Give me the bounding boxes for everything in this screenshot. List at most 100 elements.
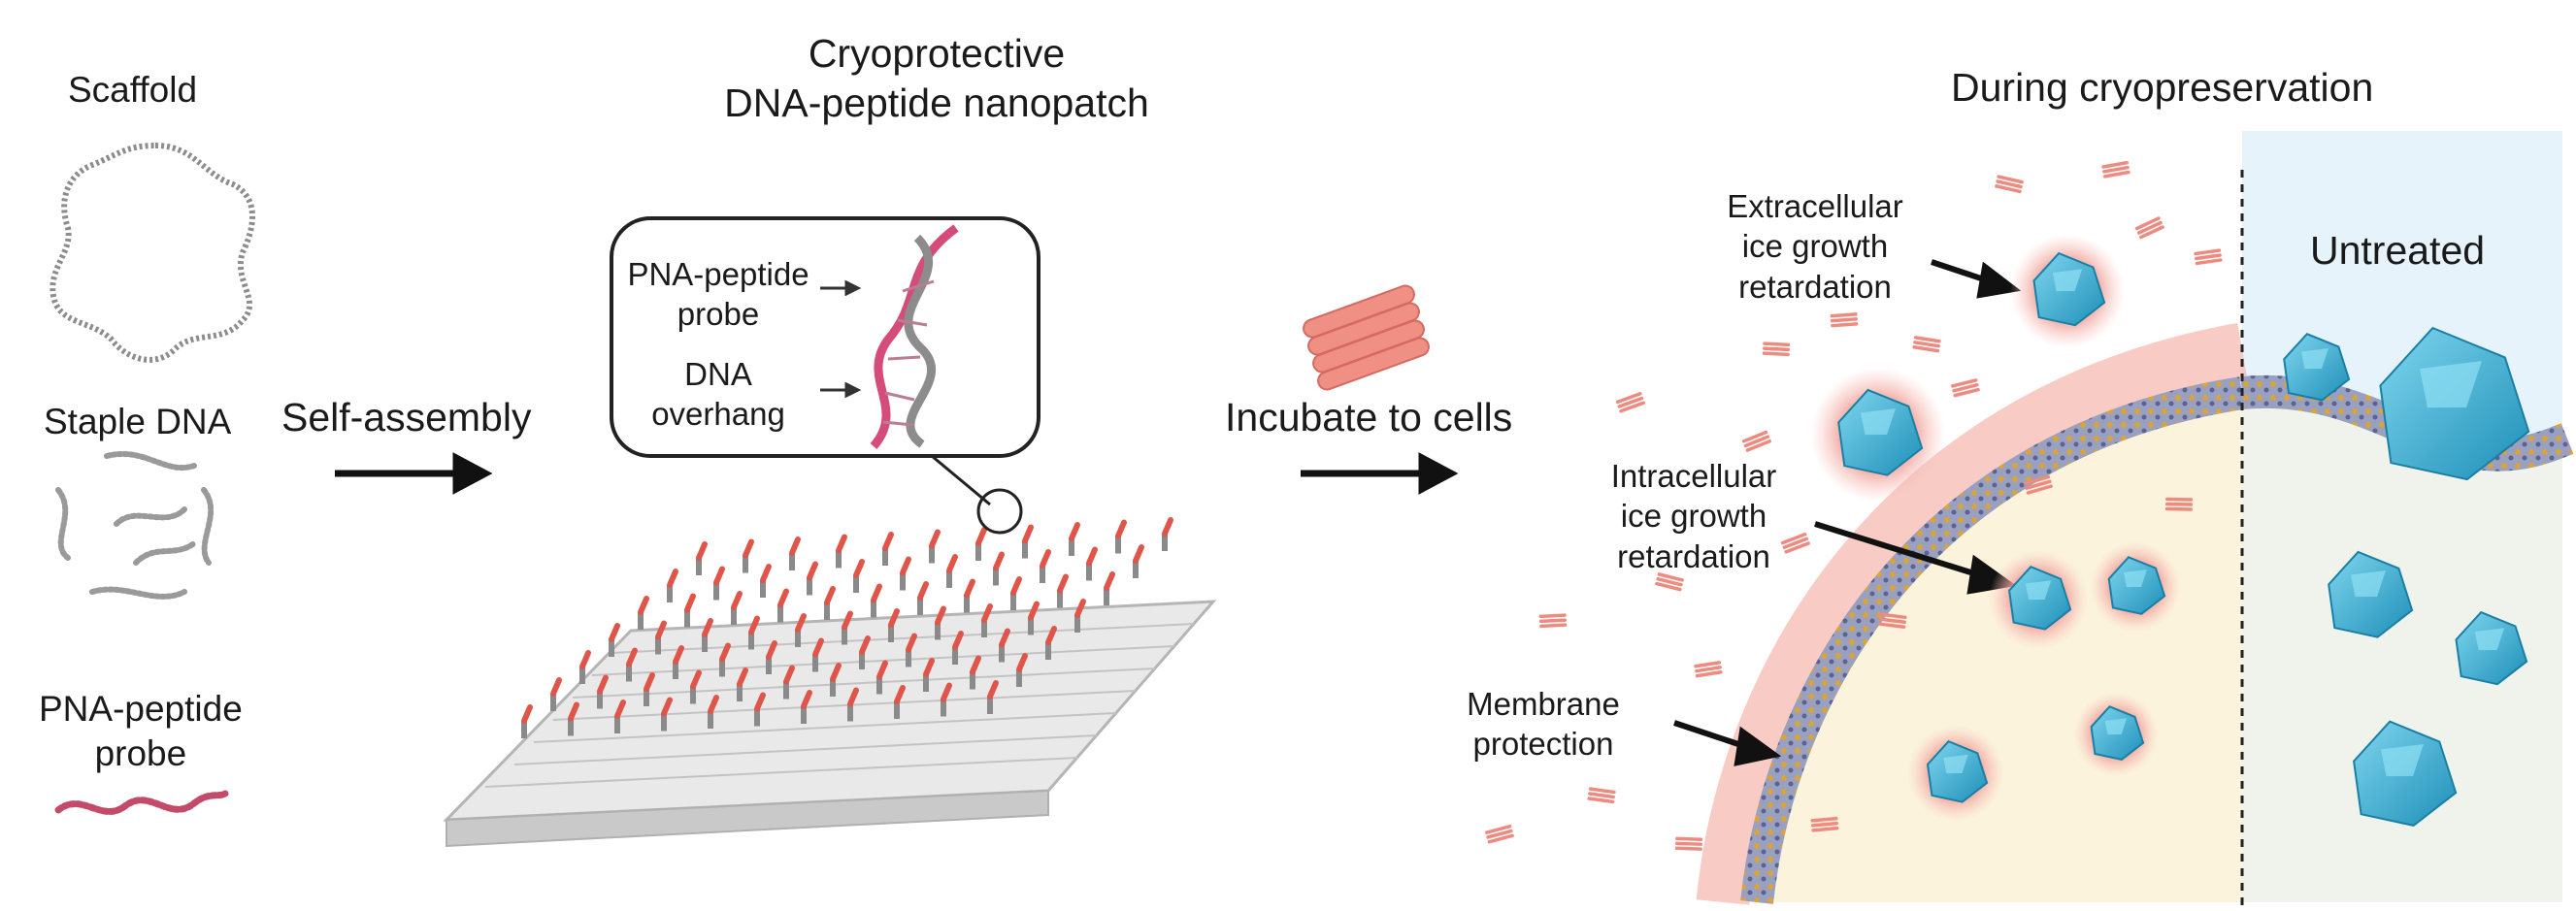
inset-overhang-label: DNA overhang: [616, 354, 820, 435]
probe-marker: [964, 578, 975, 613]
probe-marker: [871, 583, 882, 618]
cryo-scene: [1673, 131, 2574, 907]
ice-crystal: [2073, 692, 2159, 777]
scaffold-label: Scaffold: [68, 70, 198, 110]
staple-dna-label: Staple DNA: [44, 402, 232, 441]
ice-crystal: [2353, 720, 2458, 827]
self-assembly-arrow: [335, 452, 493, 495]
probe-marker: [713, 566, 725, 601]
probe-marker: [812, 637, 824, 672]
incubate-label: Incubate to cells: [1225, 395, 1513, 439]
probe-marker: [935, 605, 946, 640]
probe-label-line2: probe: [94, 733, 187, 774]
inset-overhang-line2: overhang: [651, 396, 785, 433]
probe-marker: [824, 586, 836, 620]
origami-sheet: [443, 600, 1217, 848]
probe-marker: [1040, 549, 1051, 583]
probe-marker: [836, 534, 847, 569]
probe-marker: [830, 663, 842, 697]
probe-marker: [667, 569, 678, 602]
probe-marker: [923, 658, 935, 692]
probe-marker: [702, 618, 713, 652]
probe-label: PNA-peptide probe: [39, 687, 243, 777]
nanopatch-flake: [1995, 175, 2024, 194]
nanopatch-flake: [2023, 474, 2053, 495]
probe-marker: [894, 685, 906, 719]
probe-marker: [684, 593, 696, 628]
ice-crystal: [2090, 541, 2181, 633]
scaffold-dna-ring: [50, 142, 255, 363]
ice-crystal: [2283, 333, 2351, 402]
probe-marker: [1162, 517, 1173, 551]
probe-marker: [1010, 576, 1022, 610]
incubate-arrow: [1301, 452, 1459, 495]
probe-marker: [638, 596, 649, 630]
probe-marker: [859, 635, 871, 669]
probe-marker: [929, 529, 941, 564]
nanopatch-flake: [1587, 787, 1616, 804]
probe-marker: [847, 687, 859, 722]
nanopatch-flake: [1830, 312, 1859, 328]
probe-marker: [696, 541, 708, 575]
cell-cytoplasm-untreated: [2242, 407, 2562, 902]
ice-crystal: [2379, 326, 2530, 481]
nanopatch-flake: [2101, 160, 2130, 179]
probe-marker: [719, 642, 731, 677]
nanopatch-title-line1: Cryoprotective: [808, 31, 1066, 76]
probe-marker: [941, 682, 952, 717]
probe-marker: [917, 581, 929, 615]
probe-marker: [1028, 601, 1040, 635]
probe-marker: [673, 645, 684, 679]
probe-marker: [906, 633, 917, 667]
inset-probe-line1: PNA-peptide: [627, 256, 809, 292]
inset-probe-line2: probe: [677, 296, 760, 333]
probe-marker: [1045, 626, 1057, 660]
nanopatch-flake: [1674, 836, 1703, 851]
nanopatch-flake: [1912, 336, 1941, 353]
probe-marker: [999, 628, 1010, 663]
ice-crystal: [2455, 610, 2528, 686]
intracellular-label: Intracellular ice growth retardation: [1577, 456, 1810, 576]
membrane-line1: Membrane: [1467, 686, 1620, 722]
inset-overhang-line1: DNA: [684, 356, 752, 392]
probe-marker: [1104, 571, 1115, 605]
probe-label-line1: PNA-peptide: [39, 689, 243, 729]
probe-marker: [970, 655, 981, 690]
inset-probe-label: PNA-peptide probe: [616, 254, 820, 335]
nanopatch-flake: [1485, 824, 1514, 844]
untreated-label: Untreated: [2310, 228, 2486, 273]
probe-marker: [626, 647, 638, 682]
probe-marker: [644, 672, 655, 706]
extracellular-line1: Extracellular: [1727, 188, 1903, 224]
nanopatch-flake: [1951, 378, 1980, 398]
probe-marker: [614, 700, 626, 733]
nanopatch-flake: [1810, 816, 1839, 832]
probe-marker: [975, 527, 987, 561]
nanopatch-title: Cryoprotective DNA-peptide nanopatch: [665, 29, 1208, 129]
probe-marker: [1057, 573, 1069, 608]
peptide-nanopatches: [1485, 160, 2223, 851]
staple-dna-strands: [55, 451, 215, 600]
probe-marker: [1074, 599, 1086, 633]
nanopatch-flake: [1741, 430, 1771, 452]
nanopatch-flake: [1780, 532, 1810, 554]
probe-marker: [748, 615, 760, 650]
inset-callout: [610, 216, 1040, 535]
self-assembly-label: Self-assembly: [281, 395, 532, 439]
probe-marker: [783, 665, 795, 700]
probe-marker: [1022, 524, 1034, 559]
probe-marker: [550, 677, 562, 711]
probe-marker: [900, 556, 911, 591]
probe-marker: [568, 701, 579, 736]
probe-marker: [993, 551, 1005, 586]
probe-marker: [946, 554, 958, 588]
extracellular-line3: retardation: [1738, 268, 1892, 305]
probe-marker: [760, 564, 772, 598]
nanopatch-flake: [1694, 661, 1723, 678]
nanopatch-flake: [1615, 392, 1645, 413]
probe-marker: [842, 610, 853, 645]
intracellular-line1: Intracellular: [1610, 458, 1777, 494]
nanopatch-flake: [1762, 342, 1791, 357]
extracellular-line2: ice growth: [1741, 228, 1889, 265]
